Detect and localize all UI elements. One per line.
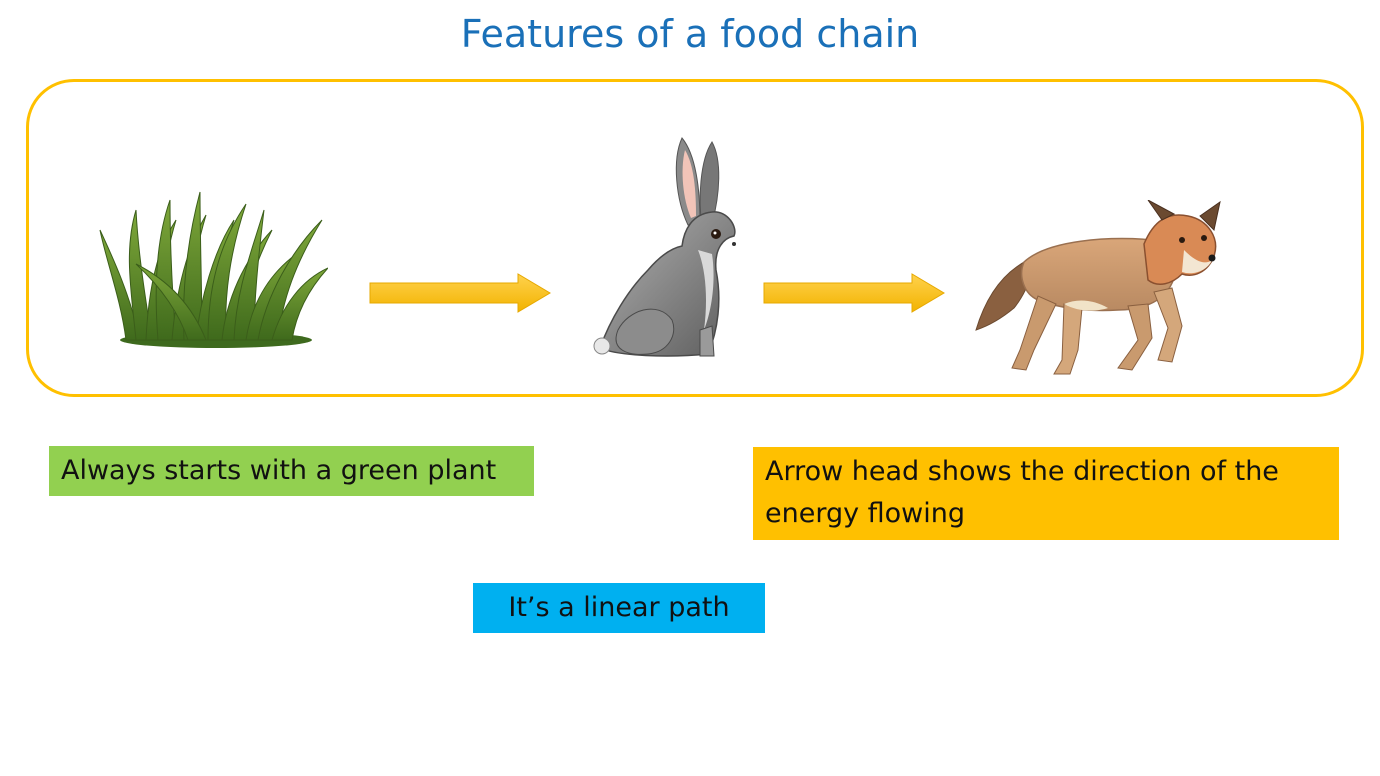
- grass-icon: [99, 191, 328, 348]
- slide-title: Features of a food chain: [460, 12, 920, 56]
- energy-arrow-1: [369, 273, 551, 313]
- note-linear-path: It’s a linear path: [473, 583, 765, 633]
- energy-arrow-2: [763, 273, 945, 313]
- fox-icon: [975, 200, 1221, 375]
- note-arrow-direction: Arrow head shows the direction of the en…: [753, 447, 1339, 540]
- note-green-plant: Always starts with a green plant: [49, 446, 534, 496]
- food-chain-frame: [26, 79, 1364, 397]
- hare-icon: [593, 137, 736, 357]
